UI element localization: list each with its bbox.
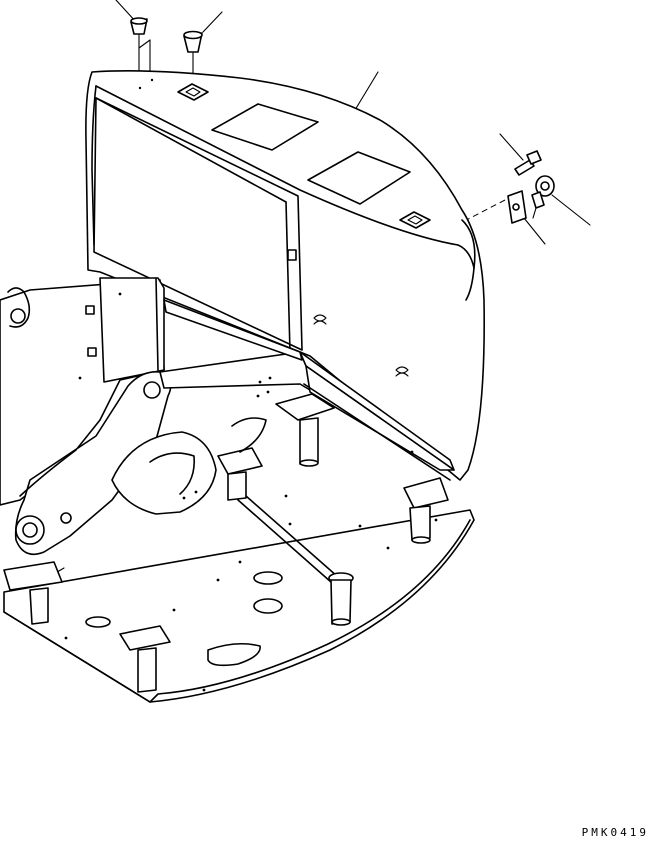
leader-lines <box>39 0 591 583</box>
floor-cutout-icon <box>85 571 283 667</box>
lock-assembly-icon <box>531 175 555 219</box>
cap-plug-right-icon <box>183 30 203 81</box>
mount-pedestal-icon <box>3 561 63 625</box>
mount-pedestal-icon <box>403 477 449 544</box>
revolving-frame-icon <box>0 277 475 703</box>
mount-pedestal-icon <box>328 572 354 626</box>
bolt-icon <box>514 150 542 176</box>
drawing-code-label: PMK0419 <box>581 826 649 839</box>
mount-pedestal-icon <box>119 625 171 693</box>
mount-pedestal-icon <box>217 447 347 591</box>
mounting-holes <box>64 292 438 692</box>
engine-hood-cover-icon <box>85 70 485 481</box>
lock-plate-icon <box>507 190 527 224</box>
mount-pedestal-icon <box>275 393 335 467</box>
